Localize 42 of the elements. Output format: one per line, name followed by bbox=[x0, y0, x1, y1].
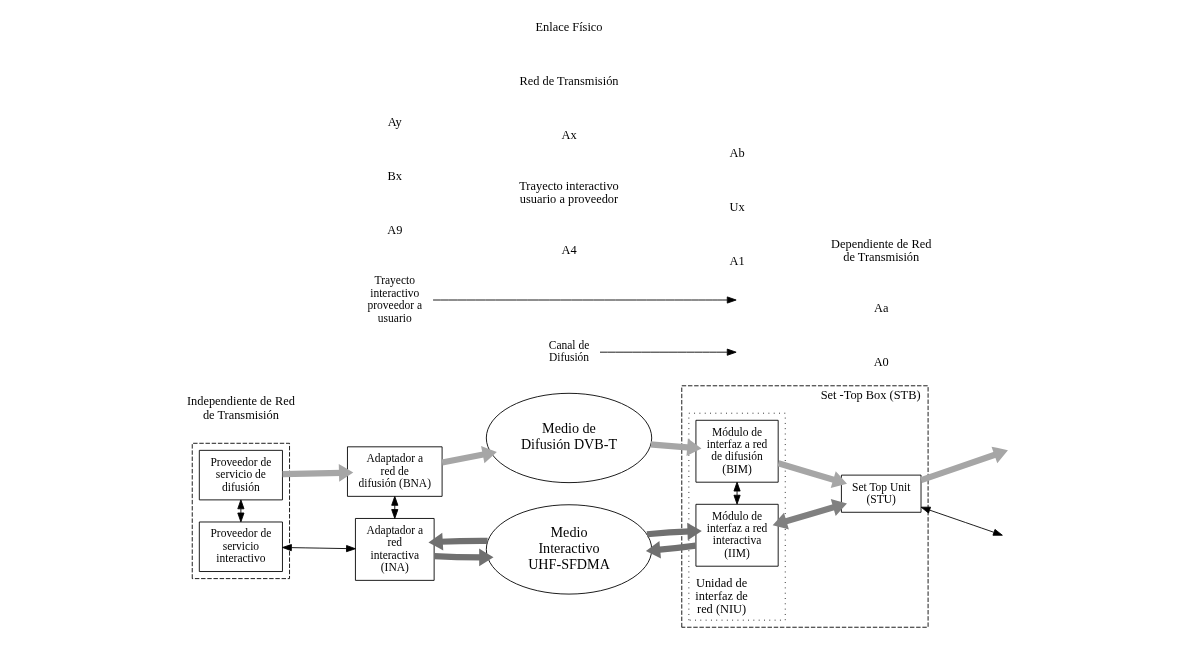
arrow bbox=[434, 548, 494, 567]
label: Dependiente de Red de Transmisión bbox=[831, 237, 932, 265]
arrow bbox=[920, 446, 1008, 484]
node-box: Módulo de interfaz a red interactiva (IIM) bbox=[695, 503, 779, 567]
node-box: Módulo de interfaz a red de difusión (BIM) bbox=[695, 419, 779, 483]
arrow bbox=[441, 446, 497, 466]
node-text: Trayecto interactivo proveedor a usuario bbox=[367, 274, 423, 324]
label: Independiente de Red de Transmisión bbox=[186, 394, 295, 422]
arrow bbox=[650, 438, 702, 457]
node-ellipse: Medio Interactivo UHF-SFDMA bbox=[485, 504, 653, 595]
node-box: Set Top Unit (STU) bbox=[840, 474, 922, 513]
arrow bbox=[645, 540, 697, 559]
label: A0 bbox=[873, 355, 889, 370]
label: Trayecto interactivo usuario a proveedor bbox=[519, 178, 619, 206]
arrow bbox=[432, 296, 737, 304]
arrow bbox=[282, 464, 354, 482]
node-ellipse: Medio de Difusión DVB-T bbox=[485, 392, 653, 484]
arrow bbox=[428, 532, 488, 551]
node-box: Adaptador a red de difusión (BNA) bbox=[347, 446, 443, 497]
arrow bbox=[777, 460, 847, 489]
label: Bx bbox=[387, 169, 403, 184]
arrow bbox=[599, 348, 737, 356]
label: Ux bbox=[729, 200, 745, 215]
arrow bbox=[733, 481, 741, 505]
arrow bbox=[920, 506, 1003, 536]
node-box: Adaptador a red interactiva (INA) bbox=[355, 518, 435, 581]
arrow bbox=[282, 544, 356, 553]
label: A4 bbox=[561, 242, 577, 257]
label: A9 bbox=[387, 223, 403, 238]
label: Ay bbox=[387, 115, 402, 130]
label: Ab bbox=[729, 146, 745, 161]
arrow bbox=[646, 522, 702, 541]
node-text: Canal de Difusión bbox=[548, 339, 590, 364]
node-box: Proveedor de servicio interactivo bbox=[198, 521, 283, 572]
arrow bbox=[772, 499, 847, 530]
label: Aa bbox=[874, 301, 889, 316]
label: Ax bbox=[561, 127, 577, 142]
label: Enlace Físico bbox=[535, 19, 603, 34]
label: Red de Transmisión bbox=[519, 73, 619, 88]
node-box: Proveedor de servicio de difusión bbox=[198, 449, 283, 501]
arrow bbox=[237, 499, 245, 523]
label: A1 bbox=[729, 254, 745, 269]
